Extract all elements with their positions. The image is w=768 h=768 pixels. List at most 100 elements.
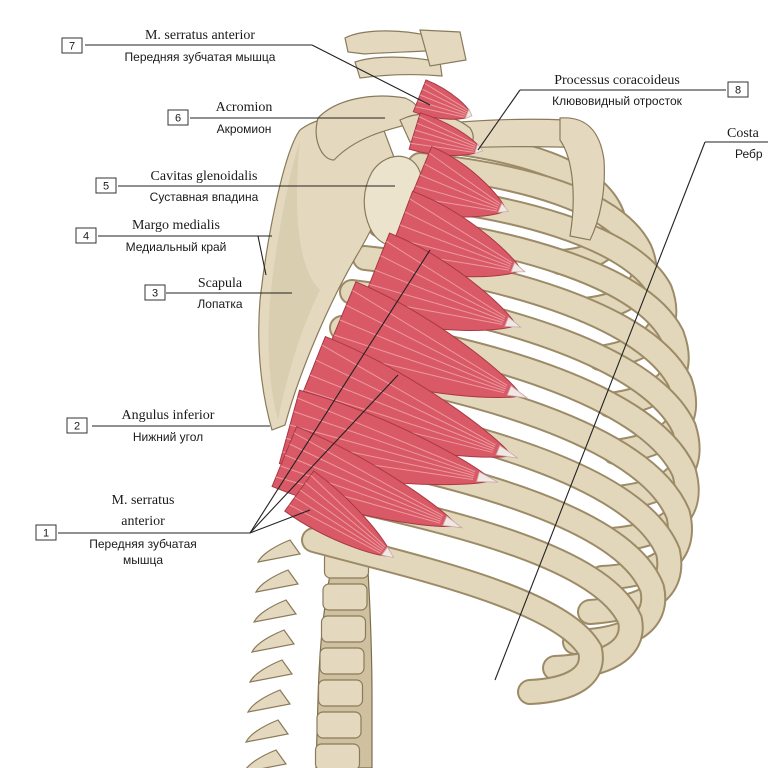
label-3-latin: Scapula	[198, 276, 243, 291]
label-8-russian: Клювовидный отросток	[552, 94, 683, 108]
label-3-number: 3	[152, 288, 158, 300]
muscle-fiber	[374, 269, 504, 322]
label-costa-russian: Ребр	[735, 147, 763, 161]
label-2-number: 2	[74, 421, 80, 433]
muscle-fiber	[380, 255, 505, 320]
muscle-tendon	[442, 515, 464, 529]
label-6: 6 Acromion Акромион	[167, 100, 273, 136]
label-4: 4 Margo medialis Медиальный край	[75, 218, 227, 254]
label-8-number: 8	[735, 85, 741, 97]
label-costa: Costa Ребр	[727, 126, 763, 161]
vertebral-body	[320, 615, 367, 643]
muscle-fiber	[315, 359, 495, 448]
label-1-number: 1	[43, 528, 49, 540]
muscle-tendon	[506, 385, 528, 399]
muscle-tendon	[476, 471, 499, 483]
muscle-fiber	[369, 283, 504, 323]
label-4-russian: Медиальный край	[126, 240, 227, 254]
muscle-tendon	[380, 546, 395, 559]
spinous-process	[246, 749, 288, 768]
label-8-latin: Processus coracoideus	[554, 73, 680, 88]
label-6-number: 6	[175, 113, 181, 125]
label-2-russian: Нижний угол	[133, 430, 203, 444]
label-5-latin: Cavitas glenoidalis	[151, 169, 258, 184]
muscle-fiber	[333, 334, 505, 392]
muscle-fiber	[424, 163, 500, 206]
label-7: 7 M. serratus anterior Передняя зубчатая…	[61, 28, 276, 64]
label-6-russian: Акромион	[217, 122, 272, 136]
label-4-number: 4	[83, 231, 89, 243]
muscle-fiber	[289, 504, 381, 554]
muscle-fiber	[418, 116, 477, 146]
muscle-fiber	[416, 122, 476, 147]
spinous-process	[252, 599, 298, 623]
label-1-latin-line2: anterior	[121, 514, 165, 529]
leader-lines	[58, 44, 768, 681]
label-7-russian: Передняя зубчатая мышца	[125, 50, 276, 64]
label-8: 8 Processus coracoideus Клювовидный отро…	[552, 73, 749, 108]
muscle-fiber	[410, 142, 474, 153]
spinous-process	[244, 719, 290, 743]
muscle-fiber	[419, 174, 499, 208]
muscle-fiber	[297, 397, 476, 473]
muscle-fiber	[289, 443, 443, 519]
scapula-bone	[258, 95, 474, 431]
muscle-fiber	[414, 129, 475, 149]
muscle-fiber	[422, 88, 467, 112]
muscle-fiber	[294, 496, 382, 552]
label-2-latin: Angulus inferior	[122, 408, 215, 423]
vertebral-body	[322, 583, 368, 611]
label-1-latin-line1: M. serratus	[112, 493, 175, 508]
muscle-fiber	[428, 152, 501, 204]
sternum-manubrium	[559, 117, 605, 241]
muscle-fiber	[415, 106, 465, 118]
label-5: 5 Cavitas glenoidalis Суставная впадина	[95, 169, 259, 204]
muscle-fiber	[339, 319, 506, 390]
spinous-process	[250, 629, 296, 653]
label-1: 1 M. serratus anterior Передняя зубчатая…	[35, 493, 197, 567]
label-6-latin: Acromion	[216, 100, 273, 115]
label-2: 2 Angulus inferior Нижний угол	[66, 408, 215, 444]
muscle-fiber	[293, 432, 444, 517]
label-5-russian: Суставная впадина	[150, 190, 259, 204]
muscle-fiber	[412, 136, 475, 151]
label-7-latin: M. serratus anterior	[145, 28, 255, 43]
muscle-fiber	[305, 482, 385, 549]
muscle-tendon	[464, 108, 473, 120]
label-3: 3 Scapula Лопатка	[144, 276, 243, 311]
muscle-fiber	[289, 424, 475, 477]
vertebral-body	[317, 679, 364, 707]
muscle-fiber	[303, 389, 494, 451]
label-3-russian: Лопатка	[197, 297, 242, 311]
label-costa-latin: Costa	[727, 126, 760, 141]
vertebral-body	[314, 743, 361, 768]
vertebral-column	[244, 29, 467, 768]
spinous-process	[256, 539, 302, 563]
vertebral-body	[316, 711, 362, 739]
muscle-tendon	[497, 202, 510, 213]
label-4-latin: Margo medialis	[132, 218, 220, 233]
muscle-fiber	[309, 374, 495, 450]
muscle-fiber	[385, 240, 506, 318]
muscle-fiber	[419, 94, 467, 114]
label-5-number: 5	[103, 181, 109, 193]
muscle-fiber	[284, 454, 442, 520]
label-7-number: 7	[69, 41, 75, 53]
muscle-fiber	[424, 82, 468, 111]
rib	[303, 529, 602, 703]
muscle-fiber	[394, 237, 510, 269]
muscle-fiber	[280, 465, 441, 522]
vertebral-body	[319, 647, 365, 675]
spinous-process	[246, 689, 292, 713]
serratus-anterior-muscle	[271, 79, 528, 559]
muscle-tendon	[504, 316, 522, 328]
muscle-tendon	[495, 444, 519, 459]
muscle-fiber	[299, 489, 384, 551]
muscle-fiber	[415, 185, 498, 210]
spinous-process	[248, 659, 294, 683]
label-1-russian-line2: мышца	[123, 553, 163, 567]
muscle-fiber	[399, 224, 511, 267]
muscle-fiber	[352, 289, 508, 386]
muscle-fiber	[345, 304, 507, 388]
